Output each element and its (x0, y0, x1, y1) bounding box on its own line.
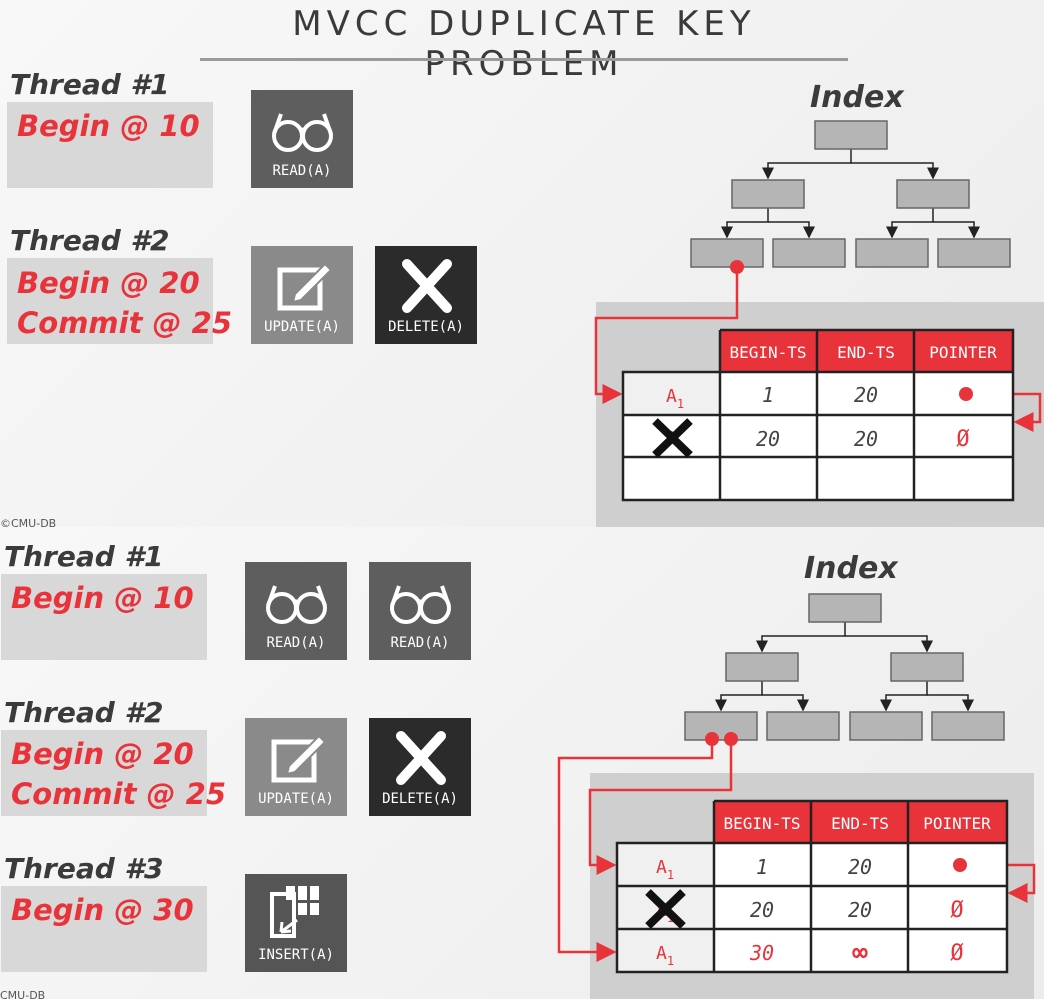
row-3-begin: 30 (749, 941, 774, 965)
index-diagram: BEGIN-TS END-TS POINTER A1 1 20 A1 20 20… (557, 593, 1036, 974)
row-3-end: ∞ (852, 938, 868, 968)
delete-op: DELETE(A) (375, 246, 477, 344)
slide-1: MVCC DUPLICATE KEY PROBLEM Thread #1 Beg… (0, 0, 1044, 527)
header-pointer: POINTER (923, 814, 991, 833)
row-2-begin: 20 (756, 427, 780, 451)
index-root-node (814, 120, 888, 150)
header-end-ts: END-TS (831, 814, 889, 833)
glasses-icon (272, 113, 333, 152)
slide-title: MVCC DUPLICATE KEY PROBLEM (292, 4, 756, 84)
row-1-end: 20 (854, 383, 878, 407)
read-label: READ(A) (272, 163, 332, 179)
index-leaf-node (690, 238, 764, 268)
row-1-begin: 1 (756, 855, 768, 879)
thread-2-box (1, 730, 207, 816)
index-leaf-node (855, 238, 929, 268)
row-2-begin: 20 (750, 898, 774, 922)
header-begin-ts: BEGIN-TS (729, 343, 806, 362)
read-label: READ(A) (390, 635, 450, 651)
index-inner-node (731, 179, 805, 209)
index-leaf-node (849, 711, 923, 741)
row-2-pointer: Ø (950, 898, 963, 923)
x-icon (402, 259, 452, 313)
update-label: UPDATE(A) (258, 791, 334, 807)
thread-2-commit: Commit @ 25 (17, 306, 232, 340)
thread-2-label: Thread #2 (4, 696, 164, 729)
thread-1-label: Thread #1 (4, 540, 164, 573)
glasses-icon (266, 585, 327, 624)
row-2-pointer: Ø (956, 427, 969, 452)
footer-logo: ©CMU-DB (0, 517, 57, 527)
index-title: Index (810, 80, 904, 115)
thread-1-label: Thread #1 (10, 68, 170, 101)
index-leaf-node (931, 711, 1005, 741)
delete-label: DELETE(A) (382, 791, 458, 807)
read-op: READ(A) (245, 562, 347, 660)
insert-label: INSERT(A) (258, 947, 334, 963)
header-begin-ts: BEGIN-TS (723, 814, 800, 833)
row-3-pointer: Ø (950, 941, 963, 966)
index-title: Index (804, 551, 898, 586)
version-table: BEGIN-TS END-TS POINTER A1 1 20 A1 20 20… (615, 799, 1009, 974)
row-1-pointer-dot (959, 387, 973, 401)
thread-2-begin: Begin @ 20 (17, 266, 200, 300)
glasses-icon (390, 585, 451, 624)
thread-2-box (7, 258, 213, 344)
row-2-deleted-x (645, 889, 686, 929)
delete-op: DELETE(A) (369, 718, 471, 816)
thread-3-label: Thread #3 (4, 852, 164, 885)
index-root-node (808, 593, 882, 623)
row-1-begin: 1 (762, 383, 774, 407)
thread-2-begin: Begin @ 20 (11, 737, 194, 771)
thread-3-begin: Begin @ 30 (11, 893, 194, 927)
index-inner-node (896, 179, 970, 209)
thread-2-label: Thread #2 (10, 224, 170, 257)
slide-2: Thread #1 Begin @ 10 Thread #2 Begin @ 2… (0, 527, 1044, 999)
index-inner-node (725, 652, 799, 682)
update-op: UPDATE(A) (251, 246, 353, 344)
update-label: UPDATE(A) (264, 319, 340, 335)
thread-3-box (1, 886, 207, 972)
index-leaf-node (772, 238, 846, 268)
index-leaf-node (684, 711, 758, 741)
index-leaf-node (937, 238, 1011, 268)
row-1-end: 20 (848, 855, 872, 879)
read-label: READ(A) (266, 635, 326, 651)
row-2-deleted-x (652, 418, 693, 458)
header-end-ts: END-TS (837, 343, 895, 362)
edit-icon (277, 262, 333, 311)
insert-op: INSERT(A) (245, 874, 347, 972)
index-inner-node (890, 652, 964, 682)
update-op: UPDATE(A) (245, 718, 347, 816)
read-op: READ(A) (369, 562, 471, 660)
thread-1-box (7, 102, 213, 188)
x-icon (396, 731, 446, 785)
thread-1-begin: Begin @ 10 (11, 581, 194, 615)
thread-2-commit: Commit @ 25 (11, 777, 226, 811)
insert-icon (270, 886, 319, 938)
title-underline (200, 58, 848, 61)
delete-label: DELETE(A) (388, 319, 464, 335)
index-diagram: BEGIN-TS END-TS POINTER A1 1 20 A1 20 20… (594, 120, 1042, 502)
thread-1-box (1, 574, 207, 660)
header-pointer: POINTER (929, 343, 997, 362)
edit-icon (271, 734, 327, 783)
read-op: READ(A) (251, 90, 353, 188)
row-2-end: 20 (848, 898, 872, 922)
row-2-end: 20 (854, 427, 878, 451)
row-1-pointer-dot (953, 858, 967, 872)
thread-1-begin: Begin @ 10 (17, 109, 200, 143)
index-leaf-node (766, 711, 840, 741)
version-table: BEGIN-TS END-TS POINTER A1 1 20 A1 20 20… (621, 328, 1015, 502)
footer-logo: CMU-DB (0, 989, 46, 999)
